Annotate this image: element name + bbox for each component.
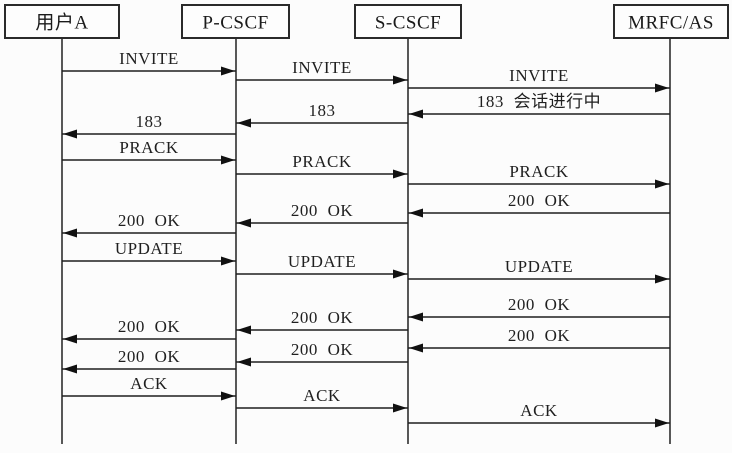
- arrowhead-icon: [409, 109, 423, 119]
- arrowhead-icon: [221, 155, 235, 165]
- message-label-7: PRACK: [292, 152, 351, 171]
- actor-box-p-cscf: [181, 4, 290, 39]
- message-label-17: 200 OK: [118, 317, 181, 336]
- message-label-0: INVITE: [119, 49, 179, 68]
- arrowhead-icon: [393, 269, 407, 279]
- arrowhead-icon: [655, 179, 669, 189]
- message-label-12: UPDATE: [115, 239, 183, 258]
- actor-box-user-a: [4, 4, 120, 39]
- arrowhead-icon: [393, 75, 407, 85]
- actor-label-s-cscf: S-CSCF: [375, 13, 441, 34]
- message-label-13: UPDATE: [288, 252, 356, 271]
- arrowhead-icon: [221, 256, 235, 266]
- arrowhead-icon: [237, 218, 251, 228]
- arrowhead-icon: [237, 118, 251, 128]
- arrowhead-icon: [63, 364, 77, 374]
- message-label-18: 200 OK: [508, 326, 571, 345]
- message-label-5: 183: [136, 112, 163, 131]
- actor-label-mrfc-as: MRFC/AS: [628, 13, 714, 34]
- arrowhead-icon: [655, 274, 669, 284]
- message-label-19: 200 OK: [291, 340, 354, 359]
- arrowhead-icon: [655, 83, 669, 93]
- arrowhead-icon: [655, 418, 669, 428]
- message-label-21: ACK: [130, 374, 168, 393]
- message-label-8: PRACK: [509, 162, 568, 181]
- actor-label-user-a: 用户A: [35, 12, 88, 34]
- arrowhead-icon: [63, 334, 77, 344]
- arrowhead-icon: [393, 403, 407, 413]
- actor-box-mrfc-as: [613, 4, 729, 39]
- message-label-16: 200 OK: [291, 308, 354, 327]
- actor-box-s-cscf: [354, 4, 462, 39]
- message-label-10: 200 OK: [291, 201, 354, 220]
- arrowhead-icon: [221, 391, 235, 401]
- message-label-14: UPDATE: [505, 257, 573, 276]
- message-label-23: ACK: [520, 401, 558, 420]
- arrowhead-icon: [63, 228, 77, 238]
- message-label-6: PRACK: [119, 138, 178, 157]
- message-label-4: 183: [309, 101, 336, 120]
- arrowhead-icon: [237, 357, 251, 367]
- arrowhead-icon: [237, 325, 251, 335]
- arrowhead-icon: [221, 66, 235, 76]
- arrowhead-icon: [393, 169, 407, 179]
- message-label-9: 200 OK: [508, 191, 571, 210]
- actor-label-p-cscf: P-CSCF: [202, 13, 268, 34]
- message-label-22: ACK: [303, 386, 341, 405]
- arrowhead-icon: [409, 312, 423, 322]
- message-label-2: INVITE: [509, 66, 569, 85]
- message-label-20: 200 OK: [118, 347, 181, 366]
- message-label-1: INVITE: [292, 58, 352, 77]
- arrowhead-icon: [409, 208, 423, 218]
- arrowhead-icon: [63, 129, 77, 139]
- message-label-3: 183 会话进行中: [477, 92, 601, 111]
- arrowhead-icon: [409, 343, 423, 353]
- message-label-15: 200 OK: [508, 295, 571, 314]
- message-label-11: 200 OK: [118, 211, 181, 230]
